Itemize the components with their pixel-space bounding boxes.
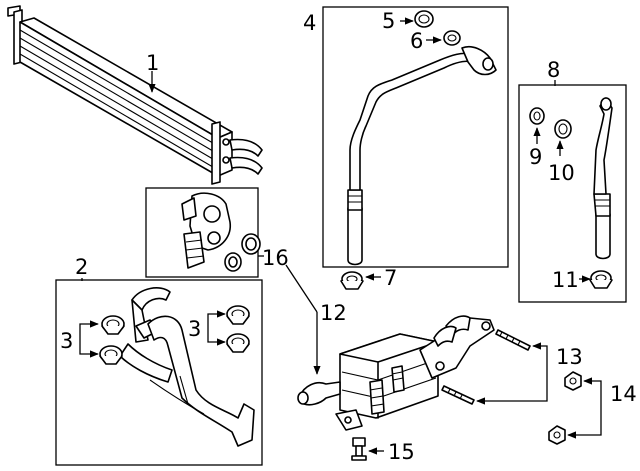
box-4 <box>322 6 509 290</box>
callout-7: 7 <box>384 266 397 290</box>
box-16 <box>145 187 261 278</box>
callout-11: 11 <box>552 268 579 292</box>
callout-3-left: 3 <box>60 329 73 353</box>
callout-16: 16 <box>262 246 289 270</box>
callout-10: 10 <box>548 161 575 185</box>
cooler-assembly <box>7 5 263 185</box>
callout-3-right: 3 <box>188 317 201 341</box>
callout-8: 8 <box>547 58 560 82</box>
callout-1: 1 <box>146 51 159 75</box>
oil-cooler-assembly <box>285 264 602 461</box>
callout-6: 6 <box>410 29 423 53</box>
callout-9: 9 <box>529 145 542 169</box>
callout-15: 15 <box>388 440 415 464</box>
callout-2: 2 <box>75 255 88 279</box>
callout-14: 14 <box>610 382 637 406</box>
callout-13: 13 <box>556 345 583 369</box>
callout-12: 12 <box>320 301 347 325</box>
callout-5: 5 <box>382 9 395 33</box>
box-2 <box>55 279 263 466</box>
box-8 <box>518 84 627 303</box>
callout-4: 4 <box>303 11 316 35</box>
